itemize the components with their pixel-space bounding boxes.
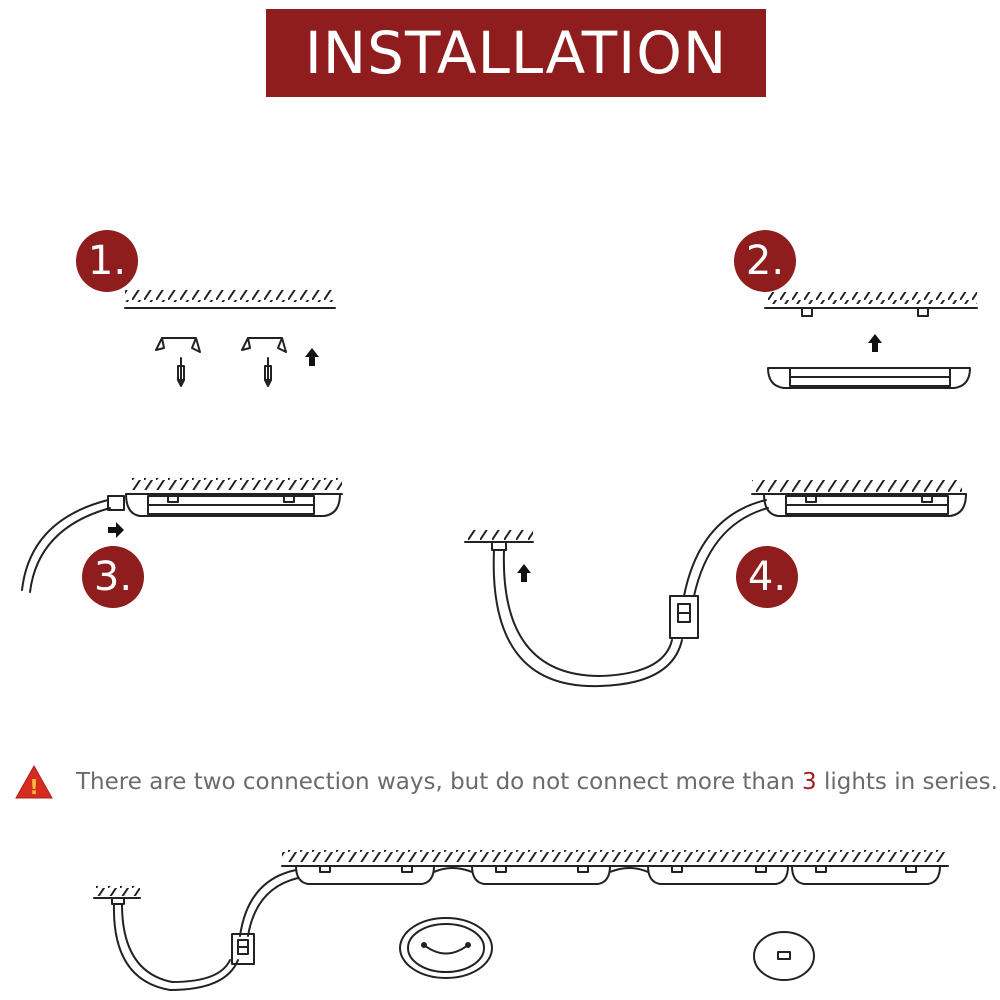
arrow-up-icon (867, 333, 883, 353)
ceiling-hatch (464, 530, 534, 543)
short-connector-icon (753, 931, 815, 981)
mounting-clip (155, 337, 201, 353)
step-1-label: 1. (87, 238, 127, 284)
ceiling-hatch (131, 478, 343, 495)
warning-text-after: lights in series. (816, 769, 998, 795)
arrow-right-icon (108, 522, 124, 538)
warning-text-before: There are two connection ways, but do no… (76, 769, 802, 795)
connector-cable (609, 867, 649, 873)
ceiling-hatch (93, 886, 141, 899)
warning-icon: ! (15, 764, 53, 799)
warning-icon-mark: ! (29, 775, 38, 799)
light-fixture (767, 367, 971, 389)
power-cable (21, 495, 125, 593)
warning-limit-number: 3 (802, 769, 817, 795)
step-2-illustration (764, 292, 978, 389)
arrow-up-icon (304, 347, 320, 367)
step-2-badge: 2. (734, 230, 796, 292)
step-3-badge: 3. (82, 546, 144, 608)
mounting-clip (241, 337, 287, 353)
step-2-label: 2. (745, 238, 785, 284)
switch-icon (669, 595, 699, 639)
step-4-illustration (464, 480, 967, 688)
ceiling-hatch (764, 292, 978, 309)
step-4-badge: 4. (736, 546, 798, 608)
step-4-label: 4. (747, 554, 787, 600)
step-1-illustration (124, 290, 336, 387)
title-banner: INSTALLATION (266, 9, 766, 97)
light-fixture (763, 493, 967, 517)
light-fixture (647, 865, 789, 885)
light-fixture (295, 865, 435, 885)
light-fixture (125, 493, 341, 517)
screw-icon (264, 357, 272, 387)
long-connector-cable-icon (399, 917, 493, 979)
arrow-up-icon (516, 563, 532, 583)
warning-note: ! There are two connection ways, but do … (14, 762, 998, 802)
ceiling-hatch (124, 290, 336, 309)
light-fixture (471, 865, 611, 885)
ceiling-hatch (751, 480, 963, 495)
step-1-badge: 1. (76, 230, 138, 292)
connector-cable (433, 867, 473, 873)
warning-text: There are two connection ways, but do no… (76, 769, 998, 795)
light-fixture (791, 865, 941, 885)
screw-icon (177, 357, 185, 387)
switch-icon (231, 933, 255, 965)
mounting-clip (801, 307, 813, 317)
ceiling-hatch (281, 850, 949, 867)
page-title: INSTALLATION (304, 19, 728, 87)
step-3-label: 3. (93, 554, 133, 600)
power-cable (112, 869, 299, 991)
power-cable (492, 499, 769, 688)
series-connection-illustration (93, 850, 949, 991)
step-3-illustration (21, 478, 343, 593)
mounting-clip (917, 307, 929, 317)
